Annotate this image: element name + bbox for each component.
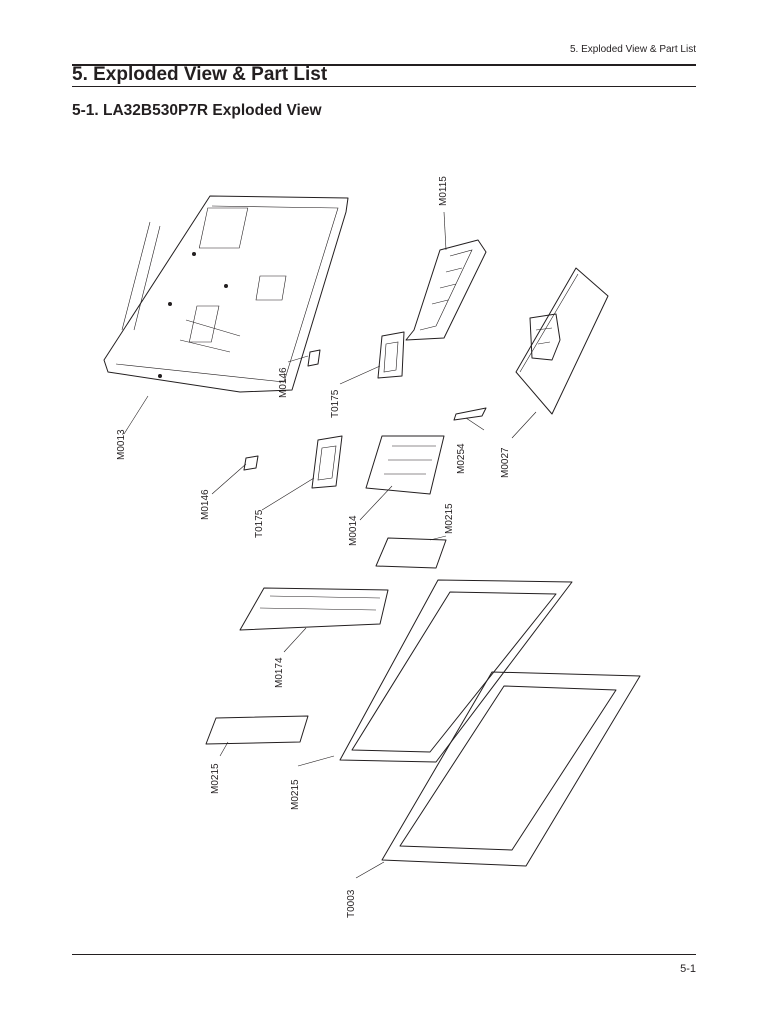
label-m0215-frame: M0215	[290, 779, 301, 810]
stand-bracket	[405, 239, 487, 341]
label-t0175-lower: T0175	[254, 509, 265, 538]
clip-lower	[243, 455, 259, 471]
label-m0215-sheet: M0215	[210, 763, 221, 794]
header-rule	[72, 64, 696, 66]
main-board	[365, 435, 445, 495]
label-m0146-upper: M0146	[278, 367, 289, 398]
label-t0003: T0003	[346, 889, 357, 918]
insulator-sheet-lower	[205, 715, 309, 745]
label-t0175-upper: T0175	[330, 389, 341, 418]
label-m0014: M0014	[348, 515, 359, 546]
label-m0013: M0013	[116, 429, 127, 460]
section-title: 5-1. LA32B530P7R Exploded View	[72, 102, 322, 119]
page-number: 5-1	[680, 963, 696, 975]
clip-upper	[307, 349, 321, 367]
panel-frame	[339, 579, 573, 763]
front-bezel	[381, 671, 641, 867]
leader-lines	[123, 211, 537, 879]
power-board	[239, 587, 389, 631]
label-m0115: M0115	[438, 176, 449, 206]
running-header: 5. Exploded View & Part List	[570, 44, 696, 55]
label-m0215-board: M0215	[444, 503, 455, 534]
title-rule	[72, 86, 696, 87]
label-m0254: M0254	[456, 443, 467, 474]
stand-base	[515, 267, 609, 415]
speaker-upper	[377, 331, 405, 379]
footer-rule	[72, 954, 696, 955]
chapter-title: 5. Exploded View & Part List	[72, 64, 328, 85]
speaker-lower	[311, 435, 343, 489]
label-m0146-lower: M0146	[200, 489, 211, 520]
connector-bracket	[453, 407, 487, 421]
label-m0027: M0027	[500, 447, 511, 478]
insulator-sheet-board	[375, 537, 447, 569]
label-m0174: M0174	[274, 657, 285, 688]
rear-cover	[103, 195, 349, 393]
